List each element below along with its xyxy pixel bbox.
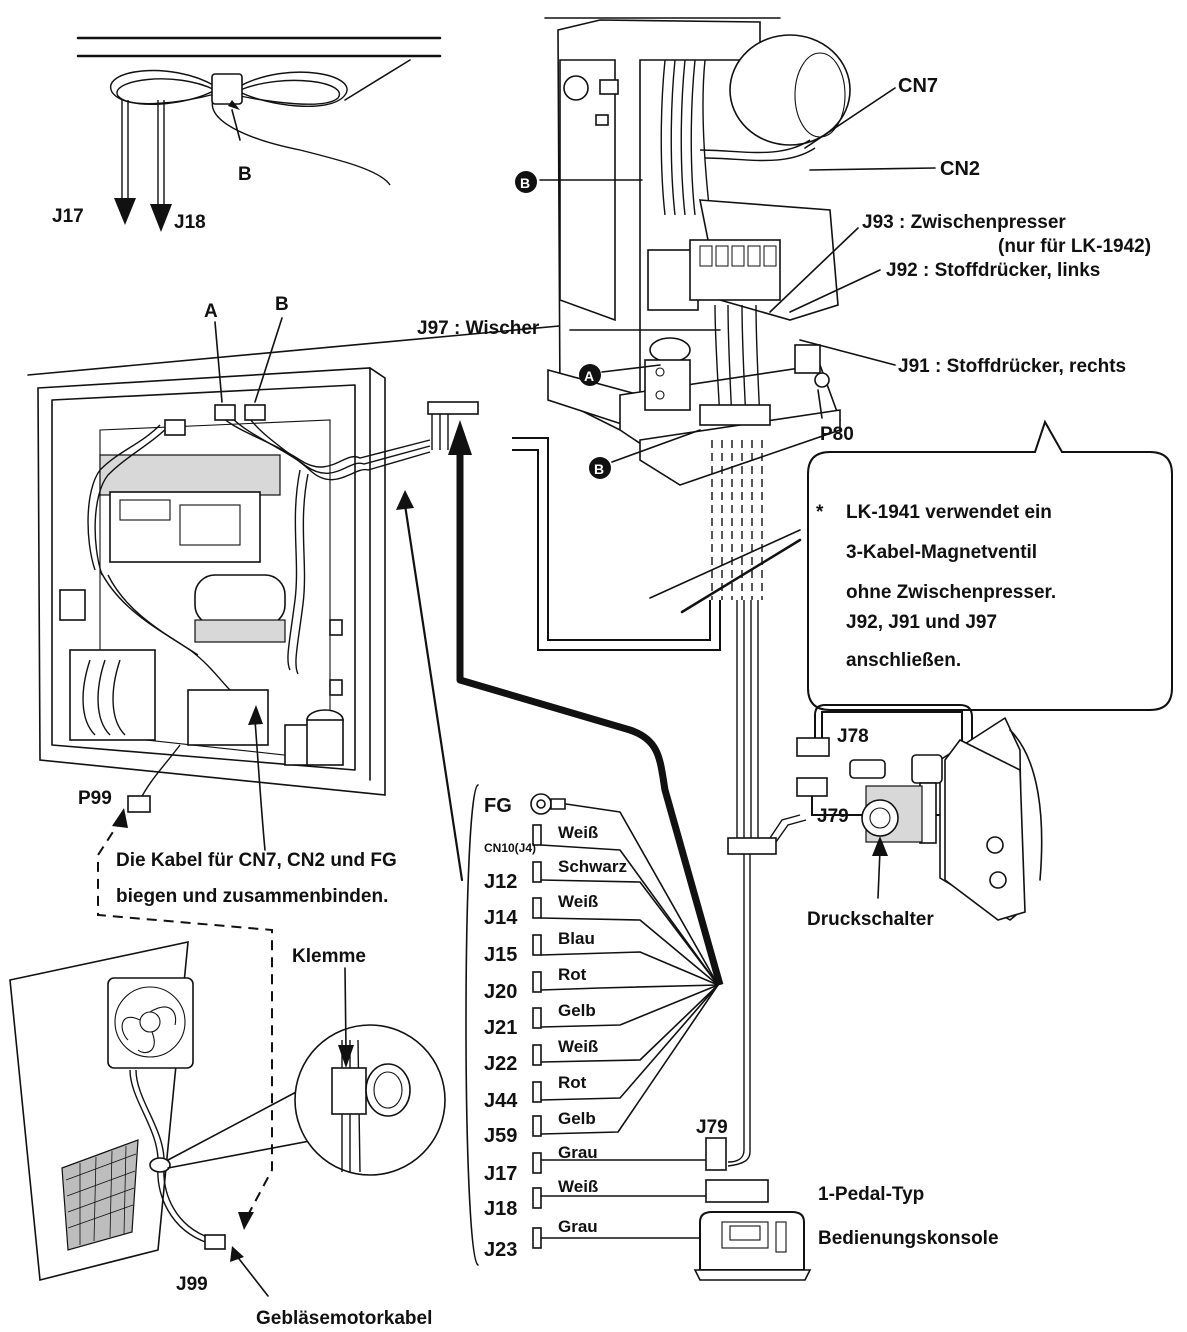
connector-j44-id: J44: [484, 1090, 518, 1112]
note-line-1: LK-1941 verwendet ein: [846, 502, 1052, 523]
j79-lower-label: J79: [696, 1117, 728, 1138]
p99-label: P99: [78, 788, 112, 809]
fan-panel: [9, 940, 446, 1282]
cn2-label: CN2: [940, 158, 980, 180]
p80-label: P80: [820, 424, 854, 445]
connector-j15-color: Blau: [558, 929, 595, 948]
cn7-label: CN7: [898, 75, 938, 97]
connector-j22-id: J22: [484, 1053, 517, 1075]
b-marker-bottom: [589, 457, 611, 479]
connector-j12-id: J12: [484, 871, 517, 893]
connector-list-bracket: [465, 784, 479, 1266]
connector-j14-id: J14: [484, 907, 518, 929]
note-line-3: ohne Zwischenpresser.: [846, 582, 1056, 603]
j99-label: J99: [176, 1274, 208, 1295]
connector-j12-color: Schwarz: [558, 857, 627, 876]
connector-j20-id: J20: [484, 981, 517, 1003]
connector-j21-id: J21: [484, 1017, 517, 1039]
note-line-2: 3-Kabel-Magnetventil: [846, 542, 1037, 563]
clamp-label: Klemme: [292, 946, 366, 967]
j78-label: J78: [837, 726, 869, 747]
b-marker-top-letter: B: [520, 175, 530, 191]
bundle-instruction-line-2: biegen und zusammenbinden.: [116, 886, 388, 907]
box-b-label: B: [275, 294, 289, 315]
b-marker-top: [515, 171, 537, 193]
a-marker: [579, 364, 601, 386]
connector-j59-id: J59: [484, 1125, 517, 1147]
j91-label: J91 : Stoffdrücker, rechts: [898, 356, 1126, 377]
connector-j14-color: Weiß: [558, 892, 598, 911]
box-a-leader: [214, 321, 223, 403]
note-line-5: anschließen.: [846, 650, 961, 671]
connector-wires: [540, 803, 719, 1239]
motor-cable-label: Gebläsemotorkabel: [256, 1308, 432, 1329]
box-b-leader: [254, 317, 283, 403]
pneumatic-unit: [796, 704, 1043, 921]
connector-j17-color: Grau: [558, 1143, 598, 1162]
connector-j23-color: Grau: [558, 1217, 598, 1236]
connector-j18-color: Weiß: [558, 1177, 598, 1196]
pedal-type-label: 1-Pedal-Typ: [818, 1184, 924, 1205]
lower-right-devices: [693, 1137, 812, 1281]
a-marker-letter: A: [584, 368, 594, 384]
note-bubble: [807, 419, 1173, 711]
connector-j22-color: Weiß: [558, 1037, 598, 1056]
connector-j18-id: J18: [484, 1198, 517, 1220]
connector-j20-color: Rot: [558, 965, 587, 984]
j93-note-label: (nur für LK-1942): [998, 236, 1151, 257]
top-inset-b-label: B: [238, 164, 252, 185]
j93-label: J93 : Zwischenpresser: [862, 212, 1066, 233]
j79-pneumatic-label: J79: [817, 806, 849, 827]
connector-markers: [530, 793, 566, 1249]
b-marker-bottom-letter: B: [594, 461, 604, 477]
connector-cn10-color: Weiß: [558, 823, 598, 842]
connector-j44-color: Rot: [558, 1073, 587, 1092]
motor-cable-leader: [235, 1254, 269, 1297]
connector-fg-id: FG: [484, 795, 512, 817]
box-a-label: A: [204, 301, 218, 322]
top-inset-j17-label: J17: [52, 206, 84, 227]
note-line-4: J92, J91 und J97: [846, 612, 997, 633]
connector-j17-id: J17: [484, 1163, 517, 1185]
sewing-head: [544, 17, 851, 486]
head-cable-bundle: [711, 440, 807, 1167]
connector-j59-color: Gelb: [558, 1109, 596, 1128]
top-inset-j18-label: J18: [174, 212, 206, 233]
operation-panel-label: Bedienungskonsole: [818, 1228, 999, 1249]
j97-label: J97 : Wischer: [417, 318, 540, 339]
pressure-switch-label: Druckschalter: [807, 909, 934, 930]
control-box: [27, 324, 571, 813]
bundle-instruction-line-1: Die Kabel für CN7, CN2 und FG: [116, 850, 397, 871]
connector-j21-color: Gelb: [558, 1001, 596, 1020]
connector-cn10-id: CN10(J4): [484, 841, 536, 855]
connector-j15-id: J15: [484, 944, 517, 966]
connector-j23-id: J23: [484, 1239, 517, 1261]
note-star: *: [816, 502, 824, 523]
top-inset-cable-loop: [76, 36, 442, 232]
j92-label: J92 : Stoffdrücker, links: [886, 260, 1100, 281]
